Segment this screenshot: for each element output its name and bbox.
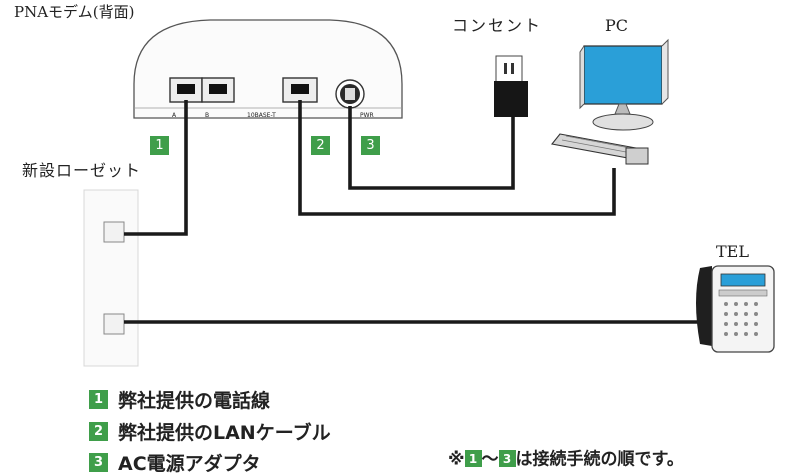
port-a-label: A	[172, 112, 177, 119]
power-cable-3	[348, 106, 515, 190]
legend-item-3: 3 AC電源アダプタ	[89, 449, 261, 476]
note-badge-to: 3	[498, 450, 516, 467]
modem-body	[133, 19, 403, 119]
port-b	[201, 77, 235, 103]
note-prefix: ※	[448, 449, 465, 470]
tel-label: TEL	[716, 242, 749, 261]
legend-text-2: 弊社提供のLANケーブル	[118, 422, 331, 444]
pc-label: PC	[605, 16, 629, 35]
telephone	[696, 265, 775, 353]
note-badge-from: 1	[464, 450, 482, 467]
wall-panel	[83, 189, 139, 367]
badge-step-3: 3	[361, 136, 380, 155]
rosette-label: 新設ローゼット	[22, 161, 142, 180]
wall-outlet	[495, 55, 523, 83]
port-pwr	[335, 79, 365, 109]
legend-item-1: 1 弊社提供の電話線	[89, 386, 270, 413]
modem-title: PNAモデム(背面)	[14, 3, 135, 21]
pc-computer	[550, 38, 669, 165]
outlet-label: コンセント	[452, 16, 543, 35]
port-a	[169, 77, 203, 103]
port-10base-t	[282, 77, 318, 103]
note-sep: ～	[481, 449, 499, 470]
legend-badge-2: 2	[89, 422, 108, 441]
port-b-label: B	[205, 112, 210, 119]
legend-item-2: 2 弊社提供のLANケーブル	[89, 418, 331, 445]
rosette-jack-top	[103, 221, 125, 243]
lan-cable-2	[298, 100, 616, 216]
port-10base-t-label: 10BASE-T	[247, 112, 276, 119]
badge-step-2: 2	[311, 136, 330, 155]
legend-badge-1: 1	[89, 390, 108, 409]
legend-badge-3: 3	[89, 453, 108, 472]
phone-cable-1	[124, 100, 188, 236]
badge-step-1: 1	[150, 136, 169, 155]
port-pwr-label: PWR	[360, 112, 374, 119]
note-suffix: は接続手続の順です。	[515, 449, 684, 470]
legend-text-1: 弊社提供の電話線	[118, 390, 271, 412]
legend-text-3: AC電源アダプタ	[118, 453, 261, 475]
rosette-jack-bottom	[103, 313, 125, 335]
ac-adapter	[494, 81, 528, 117]
